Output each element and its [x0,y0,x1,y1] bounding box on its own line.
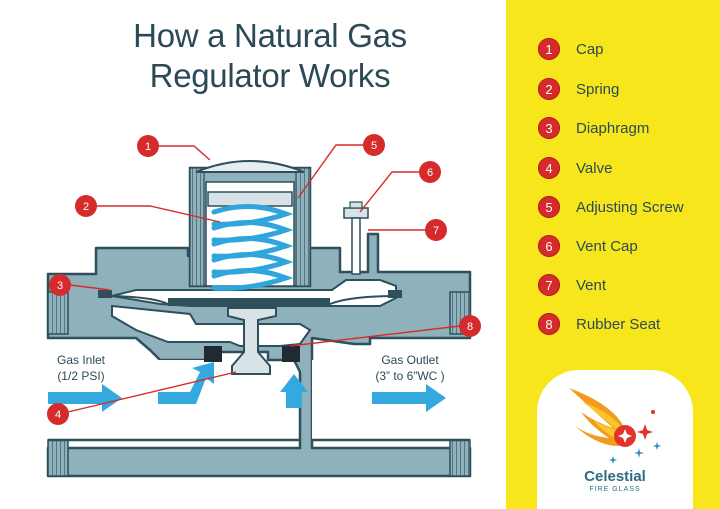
title-line-2: Regulator Works [149,57,391,94]
legend-item-adjusting-screw: 5 Adjusting Screw [538,195,684,219]
flow-arrows [48,362,446,412]
lower-chamber [111,304,312,347]
legend-item-rubber-seat: 8 Rubber Seat [538,312,660,336]
callout-1: 1 [137,135,159,157]
diaphragm-clamp-left [98,290,112,298]
legend-label: Vent Cap [576,237,638,255]
gas-inlet-label: Gas Inlet (1/2 PSI) [46,352,116,384]
outlet-up-arrow-icon [280,374,308,408]
valve-stem [227,307,277,375]
legend-item-spring: 2 Spring [538,77,619,101]
legend-item-cap: 1 Cap [538,37,604,61]
legend-item-vent-cap: 6 Vent Cap [538,234,638,258]
legend-label: Valve [576,159,613,177]
outlet-thread-bottom [449,439,471,477]
diaphragm-plate [168,298,330,306]
legend-item-diaphragm: 3 Diaphragm [538,116,649,140]
legend-label: Cap [576,40,604,58]
vent-cap-top [349,201,363,209]
callout-2-number: 2 [83,201,89,213]
legend-number: 5 [538,196,560,218]
vent-cap [343,207,369,219]
callout-4: 4 [47,403,69,425]
callout-8: 8 [459,315,481,337]
diaphragm-clamp-right [388,290,402,298]
regulator-diagram: 1 2 3 4 5 6 7 8 [46,134,481,478]
brand-logo-card: Celestial FIRE GLASS [537,370,693,509]
callout-4-number: 4 [55,409,61,421]
outlet-arrow-icon [372,384,446,412]
callout-6: 6 [419,161,441,183]
legend-label: Diaphragm [576,119,650,137]
callout-5: 5 [363,134,385,156]
title-line-1: How a Natural Gas [133,17,407,54]
brand-name: Celestial [584,468,646,485]
legend-number: 7 [538,274,560,296]
cap [195,160,305,173]
legend-number: 8 [538,313,560,335]
legend-item-vent: 7 Vent [538,273,606,297]
callout-2: 2 [75,195,97,217]
callout-7-number: 7 [433,225,439,237]
inlet-turn-arrow-icon [158,362,214,404]
legend-label: Spring [576,80,620,98]
legend-number: 2 [538,78,560,100]
flame-comet-icon [569,388,661,464]
callout-3: 3 [49,274,71,296]
inlet-thread-top [47,291,69,335]
legend-number: 1 [538,38,560,60]
gas-outlet-title: Gas Outlet [381,353,439,367]
vent [351,217,361,275]
rubber-seat-right [282,346,300,362]
inlet-thread-bottom [47,439,69,477]
gas-outlet-label: Gas Outlet (3” to 6”WC ) [368,352,452,384]
callout-1-number: 1 [145,141,151,153]
gas-inlet-pressure: (1/2 PSI) [57,369,105,383]
gas-inlet-title: Gas Inlet [56,353,106,367]
callout-8-number: 8 [467,321,473,333]
inlet-arrow-icon [48,384,122,412]
legend-label: Rubber Seat [576,315,661,333]
adjusting-screw [207,191,293,207]
brand-tagline: FIRE GLASS [589,486,641,493]
page-title: How a Natural Gas Regulator Works [60,16,480,96]
legend-number: 3 [538,117,560,139]
housing-threads-left [189,167,205,287]
callout-5-number: 5 [371,140,377,152]
legend-label: Vent [576,276,607,294]
legend-number: 4 [538,157,560,179]
callout-7: 7 [425,219,447,241]
gas-outlet-pressure: (3” to 6”WC ) [375,369,445,383]
callout-lines [67,144,461,413]
callout-6-number: 6 [427,167,433,179]
rubber-seat-left [204,346,222,362]
spring [211,203,294,291]
legend-number: 6 [538,235,560,257]
housing-threads-right [295,167,311,287]
legend-item-valve: 4 Valve [538,156,612,180]
legend-label: Adjusting Screw [576,198,684,216]
callout-3-number: 3 [57,280,63,292]
